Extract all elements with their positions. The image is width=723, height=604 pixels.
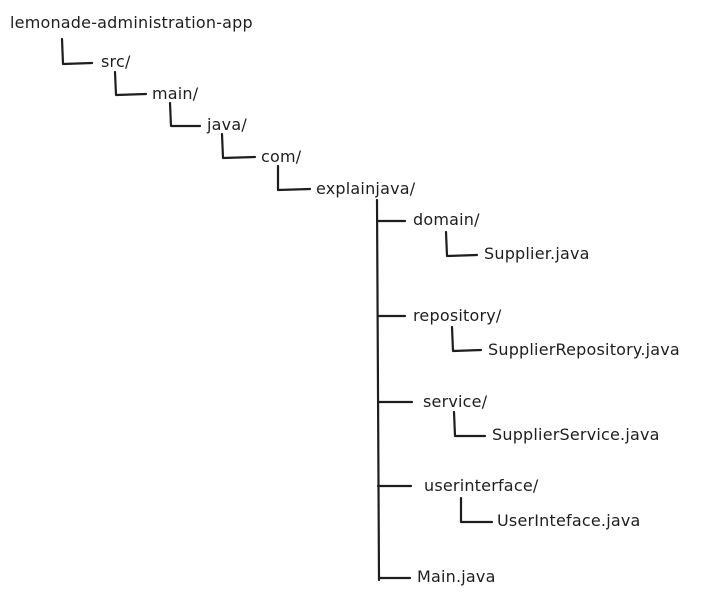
connector-explainjava-trunk (375, 198, 381, 582)
node-repository: repository/ (413, 306, 502, 325)
node-supplier-service-java: SupplierService.java (492, 425, 660, 444)
node-domain: domain/ (413, 210, 480, 229)
node-supplier-java: Supplier.java (484, 244, 590, 263)
connector-com-explainjava (276, 164, 312, 192)
node-java: java/ (207, 115, 247, 134)
connector-root-src (60, 37, 94, 66)
node-main: main/ (152, 84, 199, 103)
node-service: service/ (423, 392, 488, 411)
node-src: src/ (101, 52, 131, 71)
connector-main-java (168, 101, 202, 128)
connector-java-com (220, 132, 257, 160)
connector-userinterface-userinteface (459, 496, 494, 524)
connector-src-main (113, 70, 148, 97)
connector-service-supplierservice (452, 410, 487, 438)
node-user-inteface-java: UserInteface.java (497, 511, 641, 530)
node-userinterface: userinterface/ (424, 476, 539, 495)
node-main-java: Main.java (417, 567, 496, 586)
node-com: com/ (261, 147, 302, 166)
connector-repository-supplierrepository (450, 325, 483, 353)
node-explainjava: explainjava/ (316, 179, 416, 198)
node-root: lemonade-administration-app (10, 13, 253, 32)
connector-domain-supplier (444, 230, 479, 258)
node-supplier-repository-java: SupplierRepository.java (488, 340, 680, 359)
